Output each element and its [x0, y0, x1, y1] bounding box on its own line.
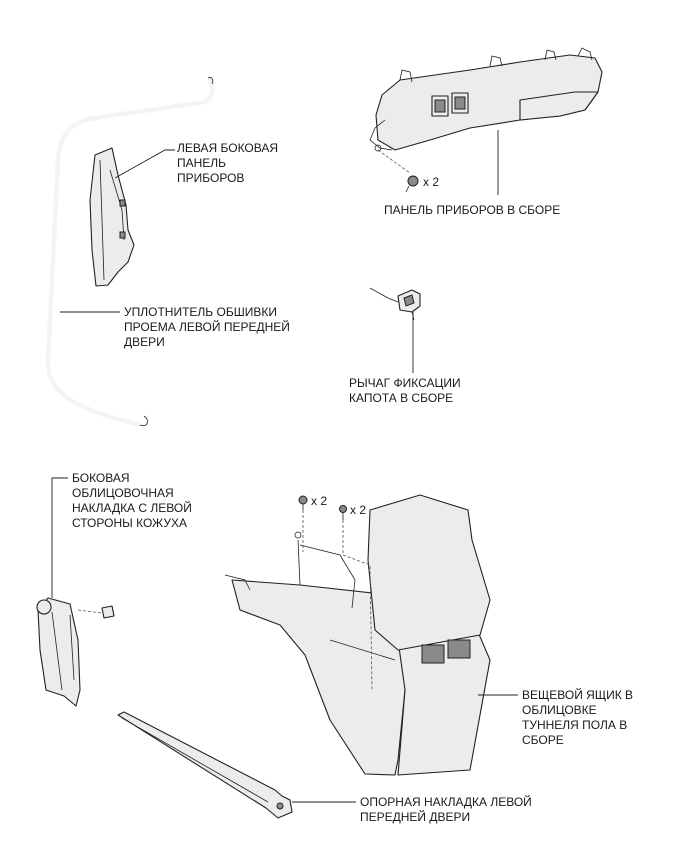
label-door-scuff-plate: ОПОРНАЯ НАКЛАДКА ЛЕВОЙ ПЕРЕДНЕЙ ДВЕРИ [360, 795, 532, 824]
label-cowl-side-trim: БОКОВАЯ ОБЛИЦОВОЧНАЯ НАКЛАДКА С ЛЕВОЙ СТ… [72, 471, 192, 530]
instrument-panel-assembly-part [369, 47, 603, 152]
console-box-assembly-part [224, 494, 491, 776]
label-hood-lock-lever: РЫЧАГ ФИКСАЦИИ КАПОТА В СБОРЕ [349, 376, 461, 405]
cowl-trim-leader [51, 477, 68, 598]
bolt-icon [405, 175, 419, 193]
label-left-side-instrument-panel: ЛЕВАЯ БОКОВАЯ ПАНЕЛЬ ПРИБОРОВ [177, 141, 279, 185]
screw-icon [339, 505, 347, 520]
door-scuff-plate-part [117, 711, 293, 819]
label-instrument-panel-assembly: ПАНЕЛЬ ПРИБОРОВ В СБОРЕ [384, 203, 561, 217]
label-console-box-assembly: ВЕЩЕВОЙ ЯЩИК В ОБЛИЦОВКЕ ТУННЕЛЯ ПОЛА В … [522, 688, 634, 747]
console-screws-qty: x 2 [350, 503, 367, 517]
hood-lock-lever-part [369, 287, 421, 321]
cowl-side-trim-part [36, 597, 115, 707]
label-door-seal: УПЛОТНИТЕЛЬ ОБШИВКИ ПРОЕМА ЛЕВОЙ ПЕРЕДНЕ… [124, 305, 290, 349]
screw-guide-line [342, 520, 373, 691]
bolt-guide-line [377, 149, 411, 174]
side-panel-leader [114, 149, 175, 179]
panel-bolts-qty: x 2 [423, 175, 440, 189]
clip-icon [298, 495, 308, 510]
door-seal-part [45, 77, 215, 428]
left-side-instrument-panel-part [89, 147, 135, 287]
console-clips-qty: x 2 [311, 494, 328, 508]
